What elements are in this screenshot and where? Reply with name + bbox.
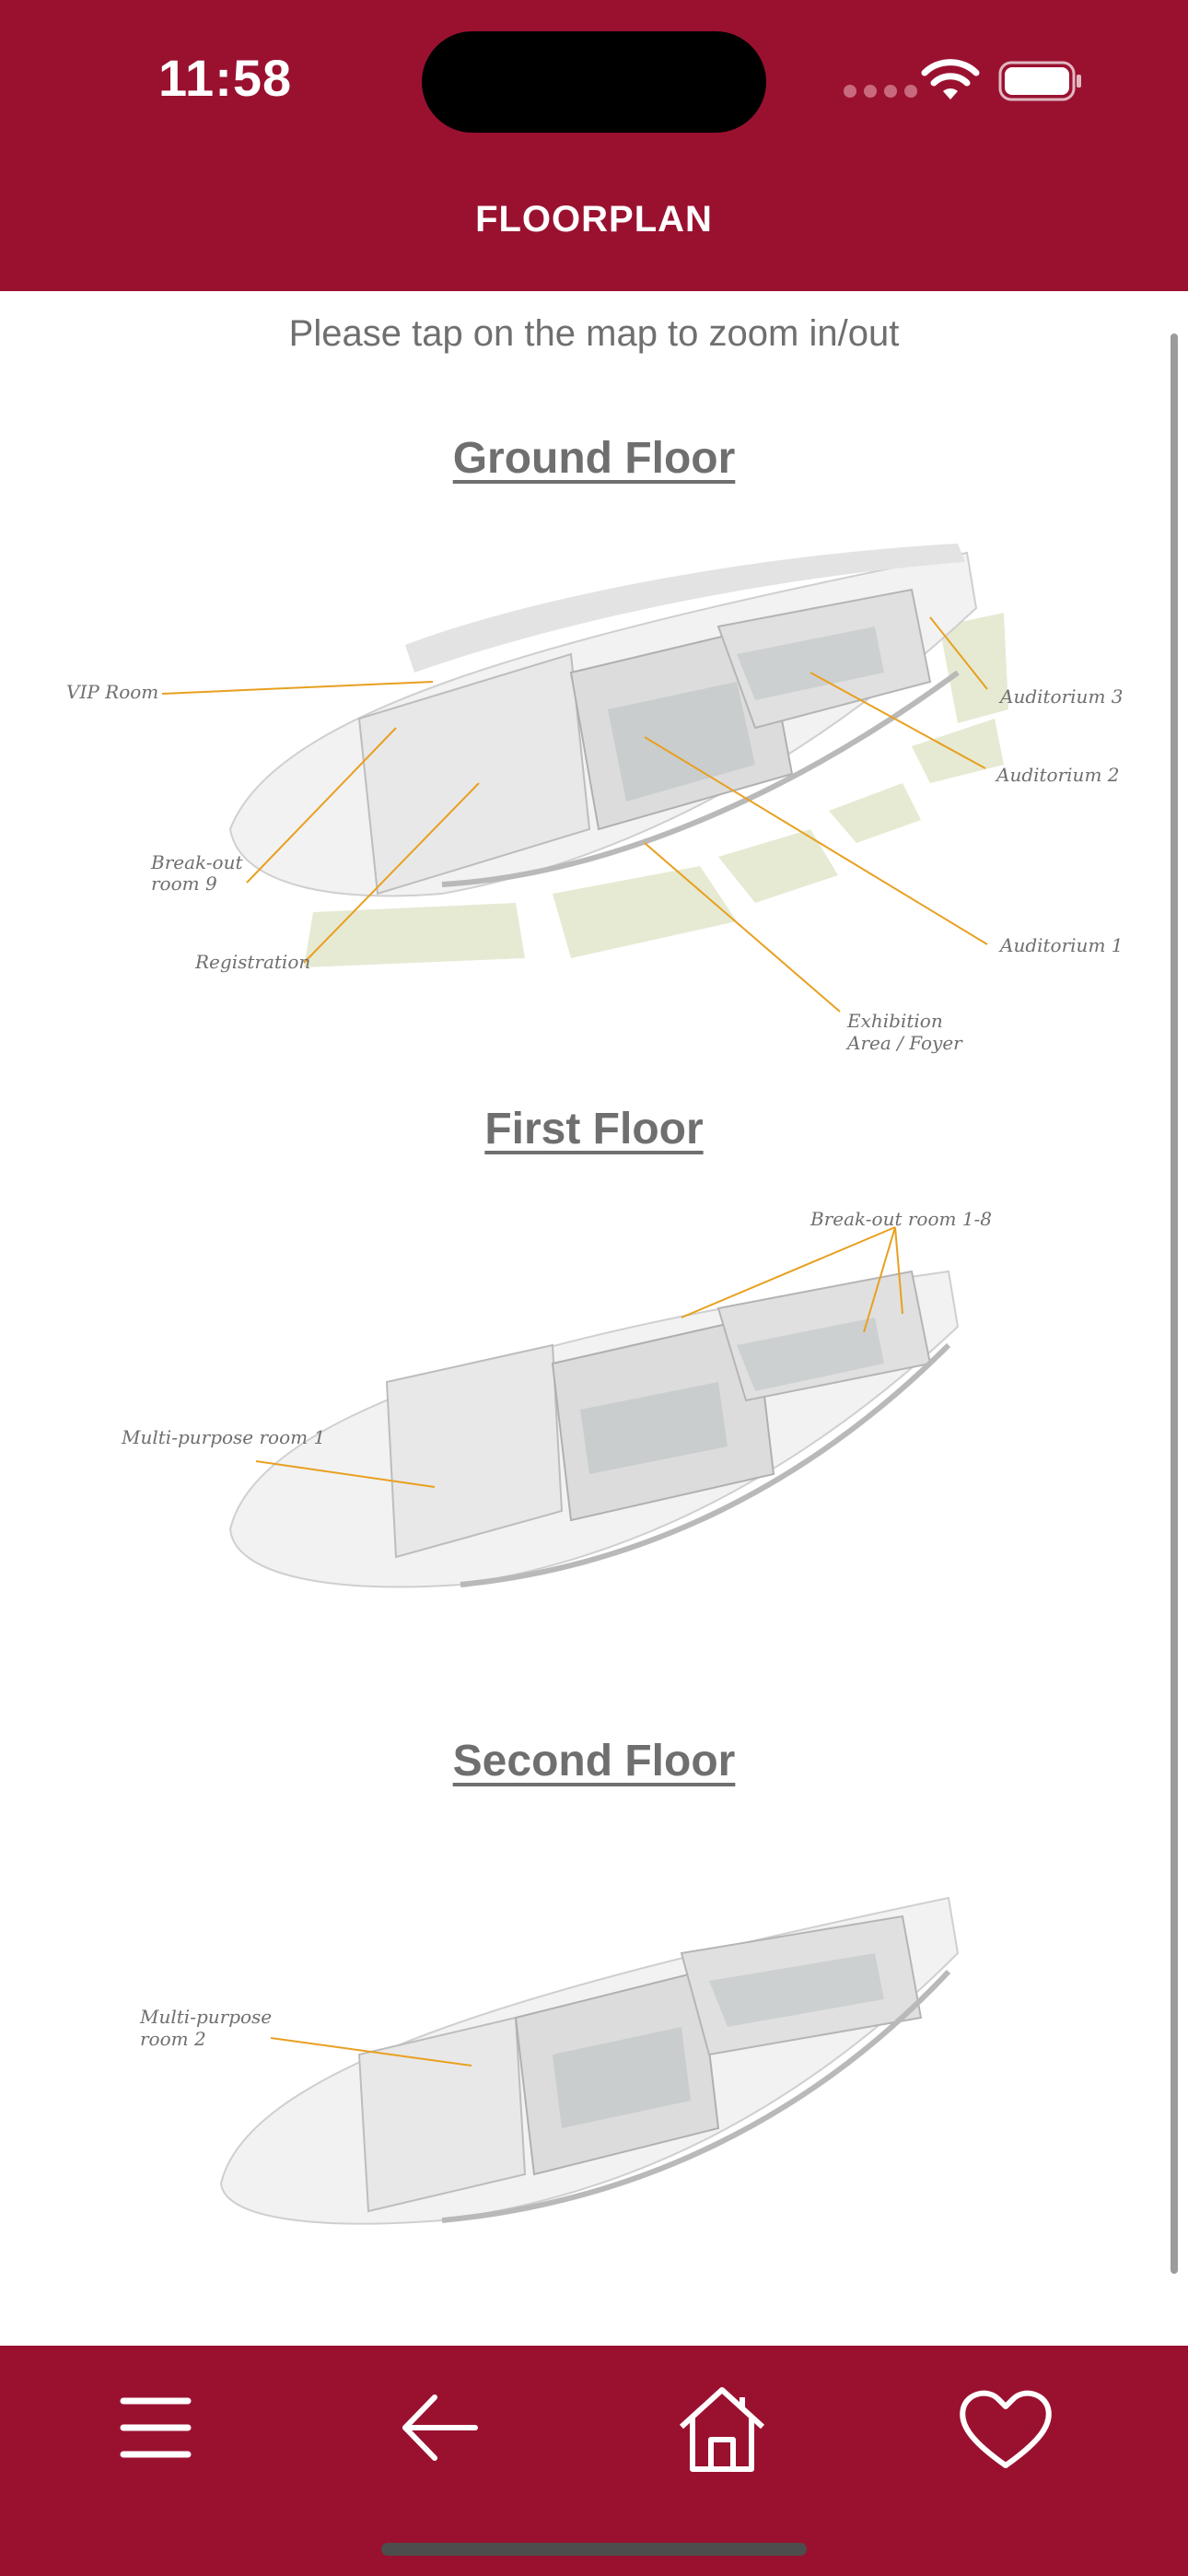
ground-floor-heading: Ground Floor [452, 434, 736, 483]
label-break-out-room-9: Break-out [150, 851, 243, 873]
label-break-out-room-9-line2: room 9 [151, 872, 217, 895]
label-exhibition: Exhibition [846, 1010, 943, 1032]
home-indicator [381, 2543, 807, 2556]
label-multi-purpose-room-1: Multi-purpose room 1 [121, 1426, 325, 1448]
cellular-signal-icon [844, 85, 917, 100]
heart-icon[interactable] [950, 2377, 1061, 2478]
page-title: FLOORPLAN [475, 199, 713, 240]
second-floor-map[interactable]: Multi-purpose room 2 [0, 1879, 1188, 2266]
back-arrow-icon[interactable] [383, 2377, 494, 2478]
wifi-icon [921, 59, 980, 100]
dynamic-island [422, 31, 766, 133]
home-icon[interactable] [667, 2377, 777, 2478]
label-vip-room: VIP Room [66, 681, 158, 703]
label-auditorium-1: Auditorium 1 [998, 934, 1124, 956]
label-registration: Registration [194, 951, 310, 973]
first-floor-heading: First Floor [484, 1105, 704, 1153]
navigation-bar: FLOORPLAN [0, 157, 1188, 291]
scroll-indicator[interactable] [1171, 334, 1178, 2274]
menu-icon[interactable] [99, 2377, 210, 2478]
ground-floor-map[interactable]: VIP Room Auditorium 3 Auditorium 2 Break… [0, 525, 1188, 1078]
label-auditorium-3: Auditorium 3 [998, 685, 1124, 708]
first-floor-map[interactable]: Break-out room 1-8 Multi-purpose room 1 [0, 1170, 1188, 1631]
label-multi-purpose-room-2-line2: room 2 [140, 2028, 206, 2050]
label-auditorium-2: Auditorium 2 [995, 764, 1120, 786]
battery-icon [998, 61, 1081, 101]
status-time: 11:58 [158, 49, 293, 107]
label-break-out-room-1-8: Break-out room 1-8 [809, 1208, 992, 1230]
bottom-tab-bar [0, 2346, 1188, 2576]
label-exhibition-line2: Area / Foyer [845, 1032, 963, 1054]
label-multi-purpose-room-2: Multi-purpose [139, 2006, 272, 2028]
zoom-hint-text: Please tap on the map to zoom in/out [288, 313, 900, 354]
second-floor-heading: Second Floor [452, 1737, 736, 1786]
status-bar: 11:58 [0, 0, 1188, 157]
